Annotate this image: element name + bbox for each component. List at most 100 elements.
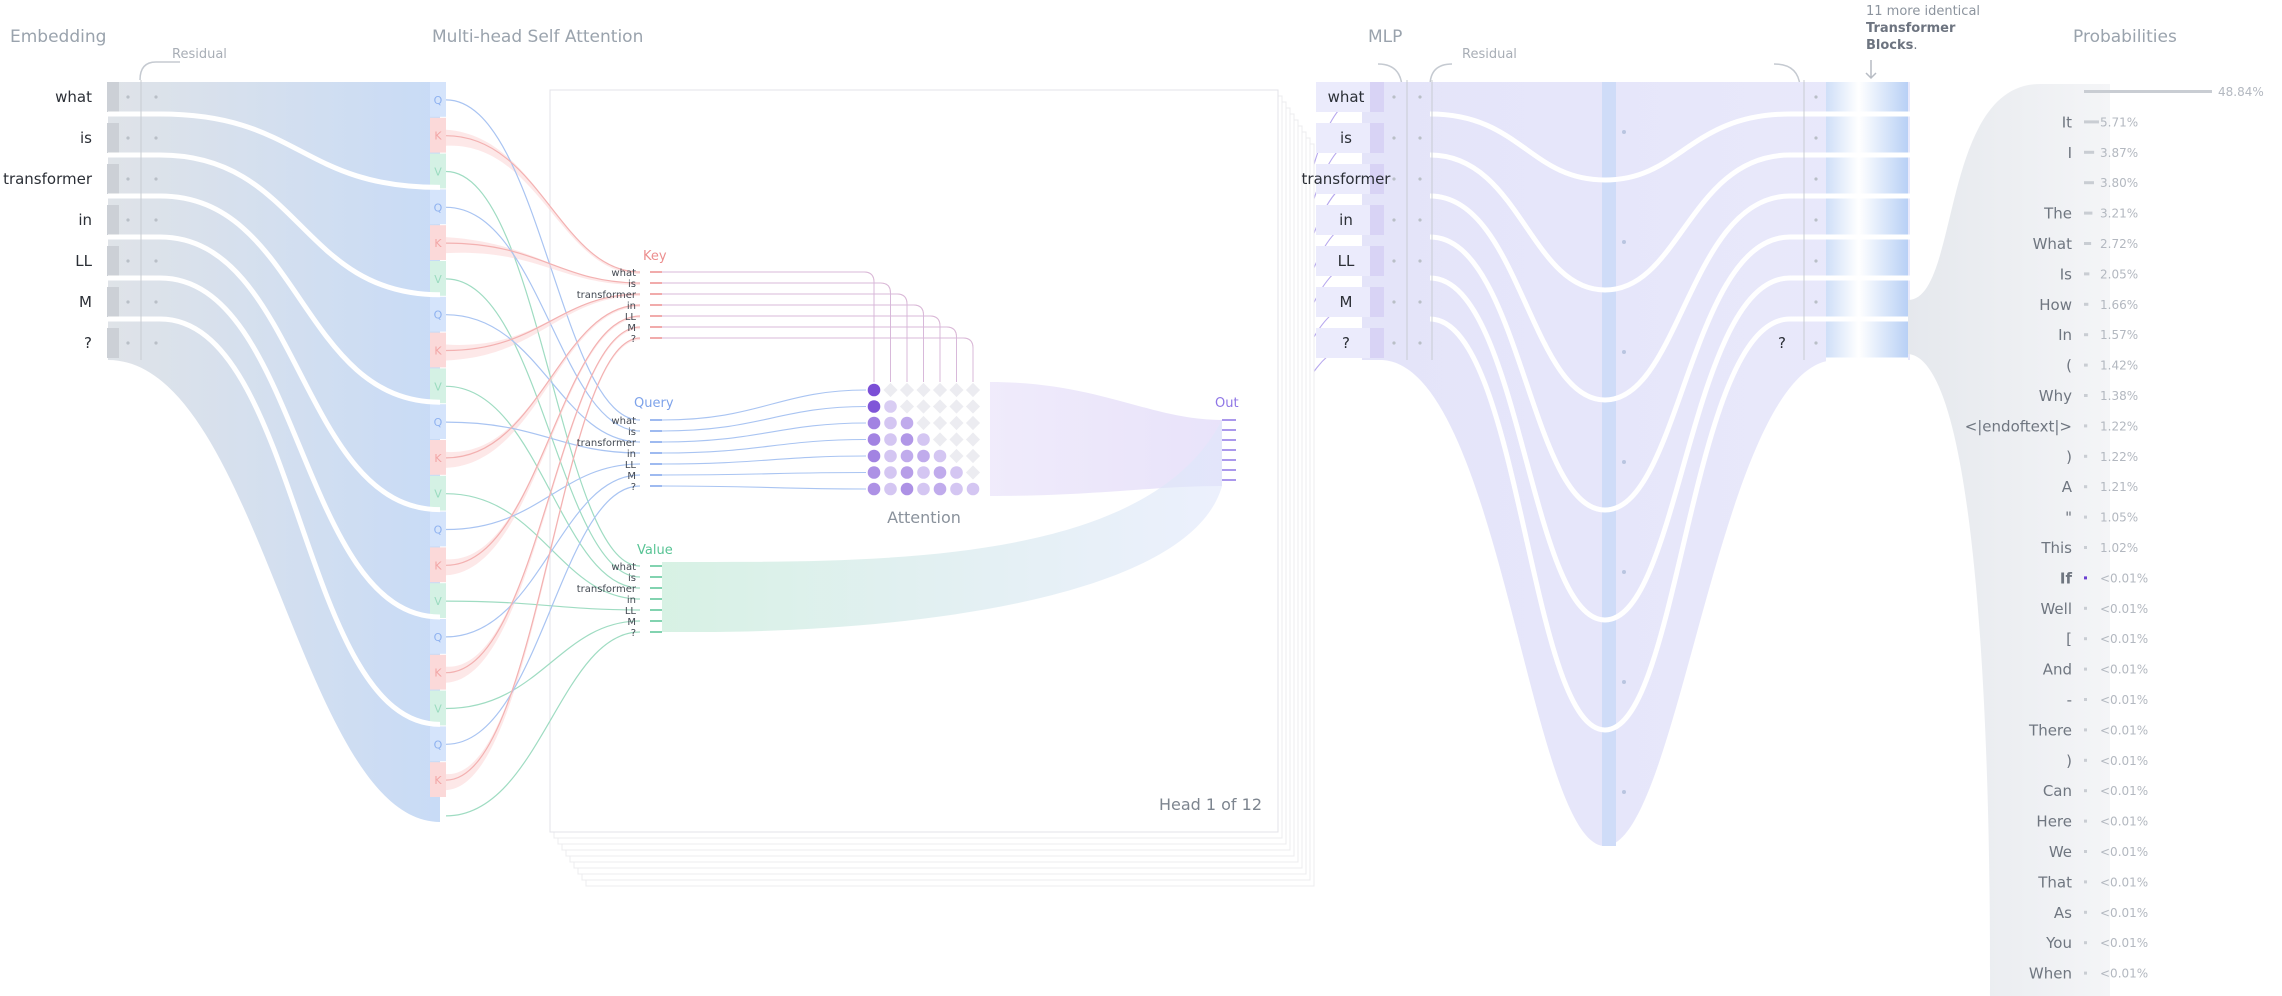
- key-to-matrix-overlay: [662, 315, 941, 382]
- matrix-cell: [884, 400, 897, 413]
- qkv-segment: [430, 153, 446, 189]
- probability-bar: [2084, 667, 2087, 671]
- qkv-label: K: [434, 130, 442, 143]
- attention-heading: Multi-head Self Attention: [432, 27, 643, 47]
- probability-value: <0.01%: [2100, 906, 2148, 920]
- query-curve: [445, 99, 641, 421]
- key-ribbon: [446, 129, 640, 274]
- matrix-cell: [900, 449, 914, 463]
- embedding-dot: [154, 95, 158, 99]
- value-curve: [445, 385, 641, 589]
- probability-bar: [2084, 971, 2087, 975]
- background-layer: [107, 80, 2110, 996]
- probability-value: <0.01%: [2100, 632, 2148, 646]
- qkv-label: K: [434, 559, 442, 572]
- probability-token: Is: [2060, 265, 2072, 283]
- qkv-label: V: [434, 273, 442, 286]
- mlp-out-dot: [1814, 300, 1818, 304]
- probability-token: ): [2066, 448, 2072, 466]
- qkv-label: Q: [434, 738, 443, 751]
- query-token: LL: [625, 460, 637, 471]
- probability-value: 48.84%: [2218, 85, 2264, 99]
- value-token: M: [627, 617, 636, 628]
- mlp-token-chip: [1316, 164, 1370, 194]
- matrix-masked-cell: [916, 415, 931, 431]
- query-curve: [445, 485, 641, 745]
- key-curve: [445, 304, 641, 459]
- probability-bar: [2084, 150, 2095, 154]
- mlp-token-chip: [1316, 123, 1370, 153]
- embedding-token-bar: [107, 246, 119, 276]
- embedding-token-bar: [107, 328, 119, 358]
- token-label: what: [55, 88, 92, 106]
- value-curve: [445, 631, 641, 817]
- embedding-dot: [154, 341, 158, 345]
- embedding-dot: [154, 136, 158, 140]
- key-token: LL: [625, 312, 637, 323]
- head-counter: Head 1 of 12: [1159, 795, 1262, 814]
- matrix-masked-cell: [932, 432, 948, 447]
- mlp-token-chip: [1316, 82, 1370, 112]
- mlp-separator: [1429, 234, 1910, 513]
- probability-bar: [2084, 394, 2088, 397]
- qkv-segment: [430, 690, 446, 726]
- mlp-token-chip: [1316, 246, 1370, 276]
- matrix-cell: [917, 433, 930, 446]
- matrix-masked-cell: [916, 382, 931, 398]
- probability-value: 1.22%: [2100, 419, 2138, 433]
- qkv-label: V: [434, 595, 442, 608]
- qkv-segment: [430, 261, 446, 296]
- probability-bar: [2084, 424, 2088, 428]
- mlp-token-bar: [1370, 246, 1384, 276]
- value-token: ?: [631, 628, 636, 639]
- embedding-separator: [108, 193, 441, 405]
- mlp-out-dot: [1814, 136, 1818, 140]
- qkv-label: K: [434, 345, 442, 358]
- qkv-segment: [430, 82, 446, 117]
- embedding-dot: [126, 341, 130, 345]
- more-blocks-line3-word: Blocks: [1866, 38, 1914, 53]
- qkv-segment: [430, 583, 446, 618]
- mlp-separator: [1429, 152, 1910, 293]
- matrix-cell: [884, 466, 897, 479]
- qkv-segment: [430, 511, 446, 547]
- mlp-dot: [1392, 177, 1396, 181]
- probability-bar: [2084, 758, 2087, 762]
- key-to-matrix-overlay: [662, 326, 957, 382]
- matrix-cell: [884, 449, 897, 463]
- key-ribbon: [446, 305, 640, 468]
- matrix-masked-cell: [965, 448, 981, 464]
- probability-value: 5.71%: [2100, 115, 2138, 129]
- embedding-token-bar: [107, 123, 119, 153]
- embedding-dot: [126, 136, 130, 140]
- key-token: is: [628, 279, 636, 290]
- mlp-dot: [1392, 259, 1396, 263]
- qkv-label: Q: [434, 631, 443, 644]
- probability-token: I: [2068, 144, 2072, 162]
- query-token: transformer: [577, 438, 637, 449]
- qkv-segment: [430, 368, 446, 404]
- probability-value: 1.05%: [2100, 511, 2138, 525]
- probability-bar: [2084, 363, 2088, 367]
- value-token: is: [628, 573, 636, 584]
- embedding-dot: [126, 259, 130, 263]
- mlp-hidden-dot: [1622, 240, 1626, 244]
- query-token: ?: [631, 482, 636, 493]
- matrix-cell: [867, 449, 881, 463]
- mlp-dot: [1392, 136, 1396, 140]
- matrix-cell: [900, 466, 914, 479]
- key-ribbon: [446, 294, 640, 361]
- mlp-dot: [1418, 136, 1422, 140]
- value-heading: Value: [637, 543, 673, 558]
- probability-token: What: [2033, 235, 2073, 253]
- matrix-masked-cell: [949, 399, 964, 414]
- probability-token: Well: [2040, 600, 2072, 618]
- probability-bar: [2084, 120, 2099, 124]
- key-to-matrix-overlay: [662, 293, 908, 382]
- matrix-masked-cell: [949, 448, 964, 464]
- mlp-out-dot: [1814, 95, 1818, 99]
- probability-value: <0.01%: [2100, 967, 2148, 981]
- token-label: ?: [84, 334, 92, 352]
- probability-token: This: [2040, 539, 2072, 557]
- mlp-separator: [1429, 111, 1910, 183]
